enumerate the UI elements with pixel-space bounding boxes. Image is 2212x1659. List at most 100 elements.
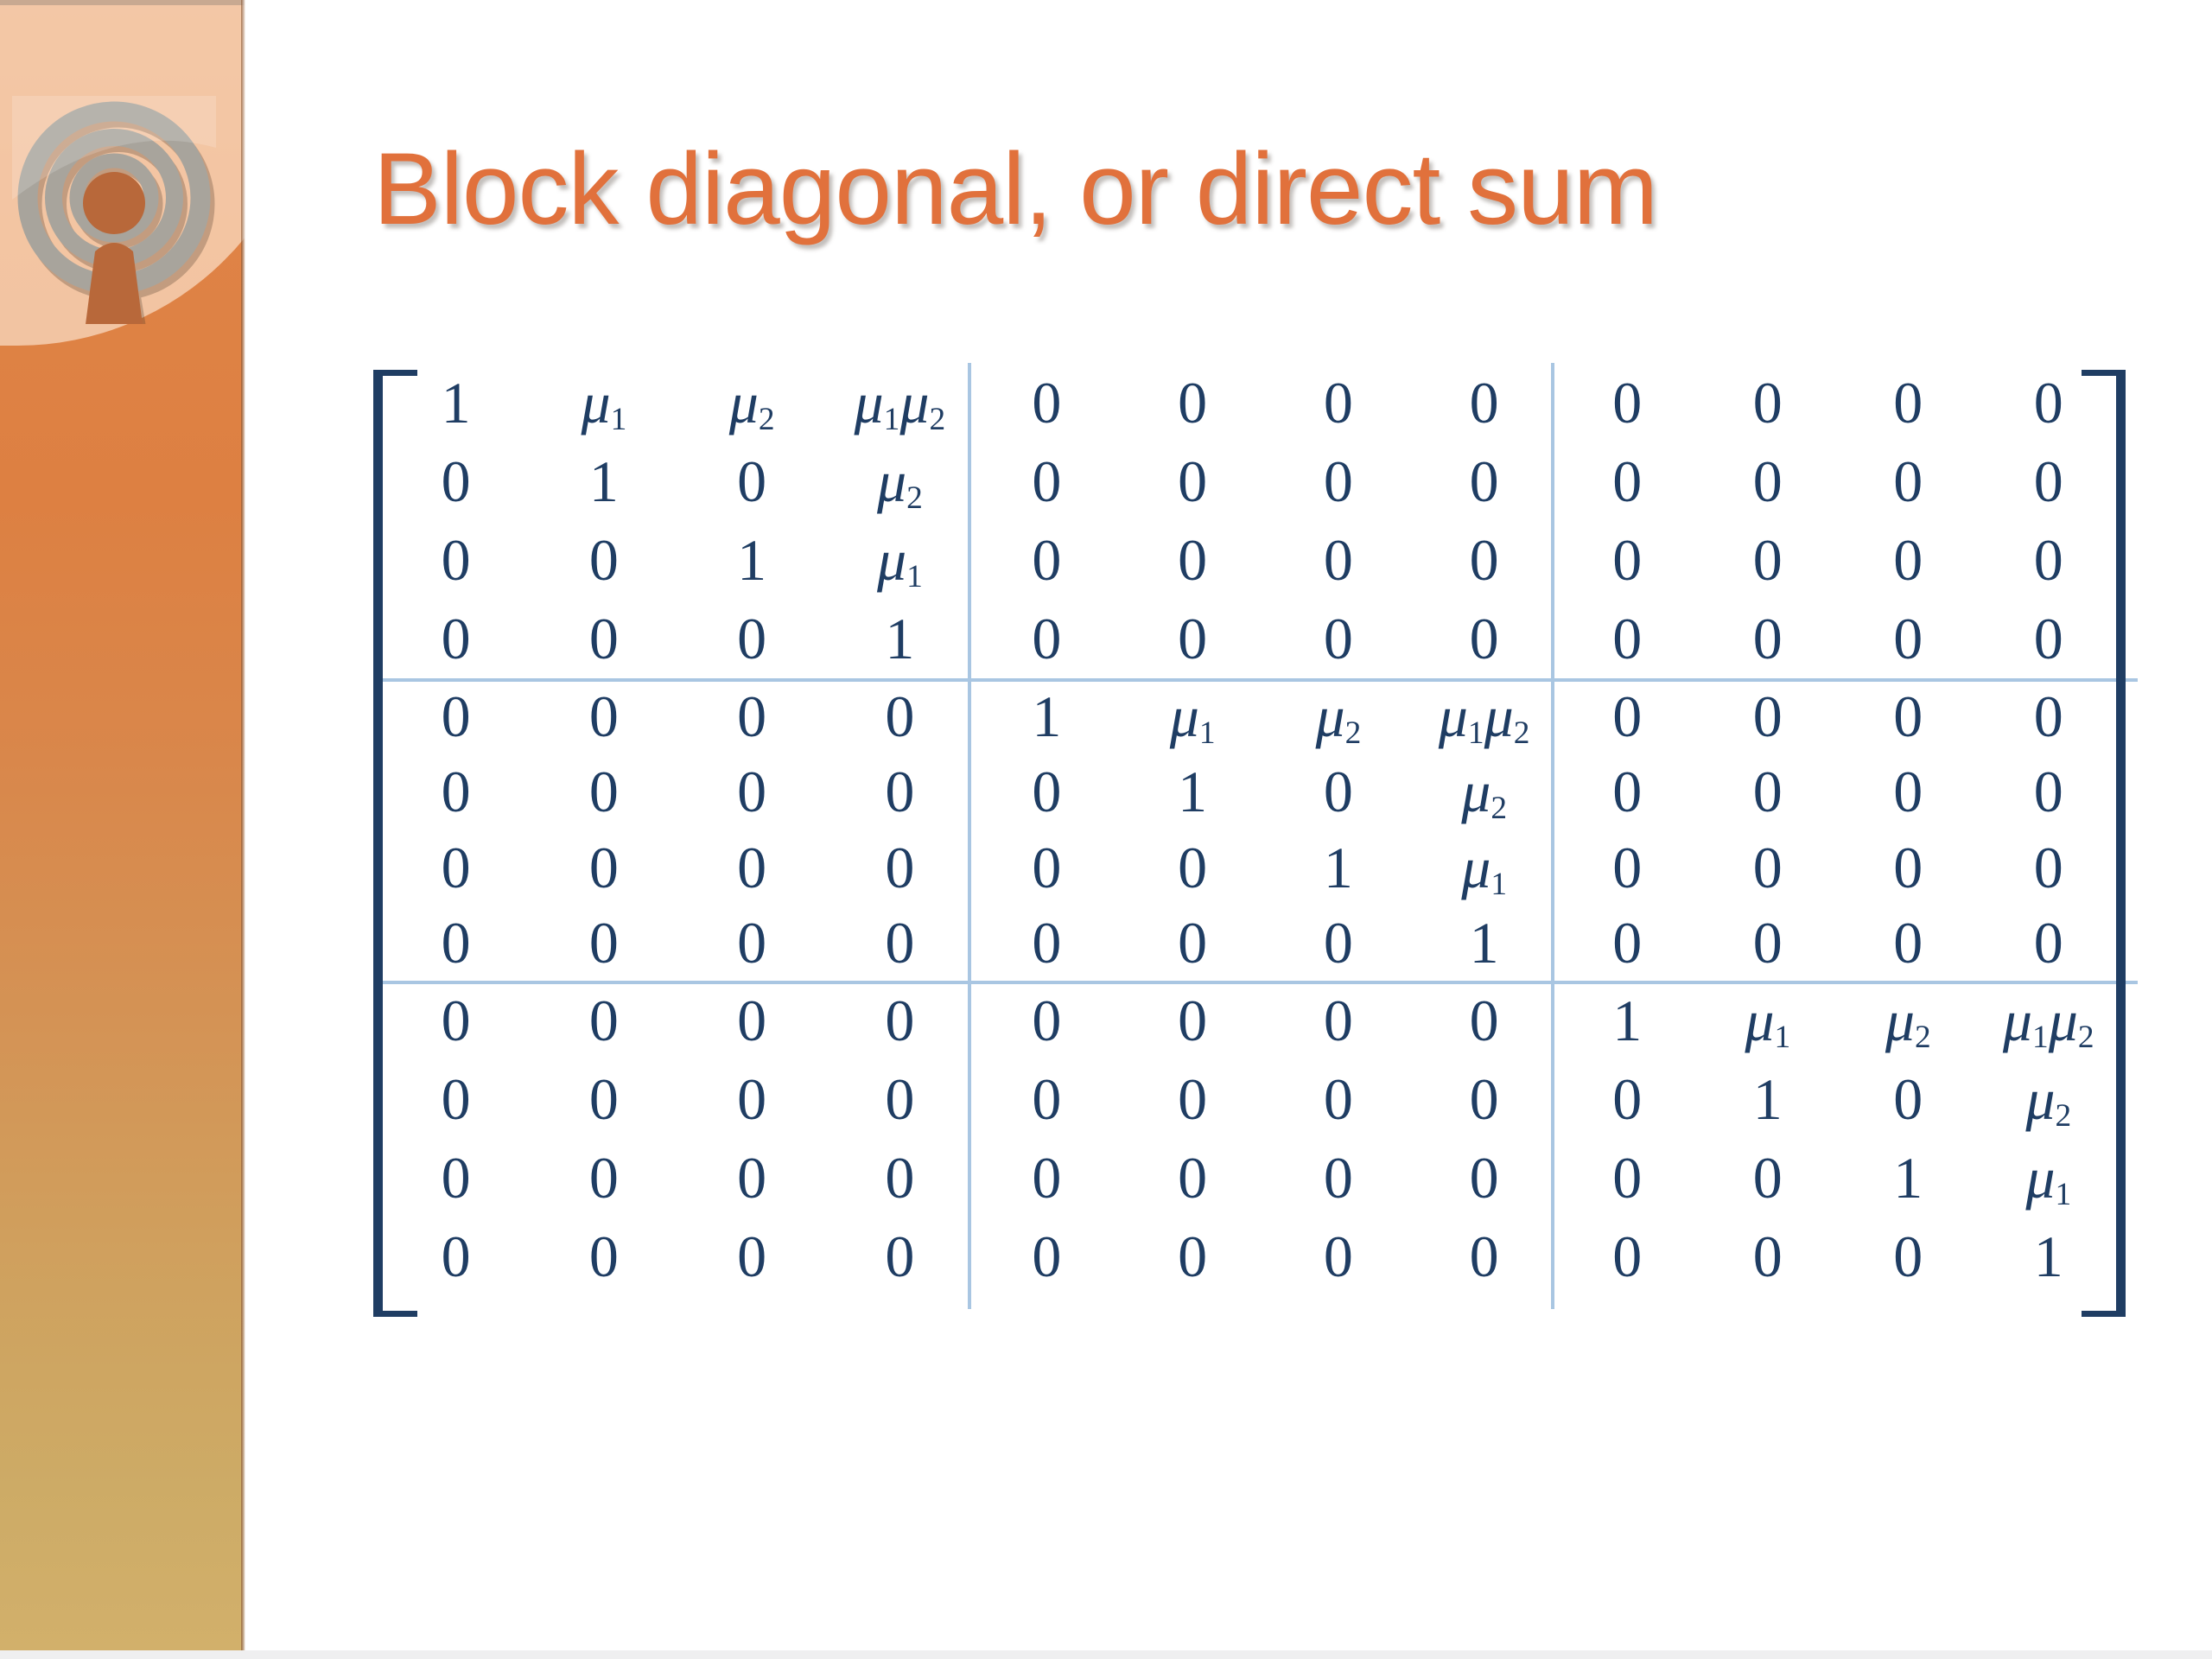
- matrix-cell: 0: [1032, 527, 1062, 594]
- matrix-cell: 0: [1178, 1145, 1208, 1211]
- matrix-cell: 0: [588, 910, 619, 976]
- matrix-cell: 0: [885, 987, 915, 1053]
- matrix-cell: 0: [588, 759, 619, 825]
- matrix-cell: 1: [1178, 759, 1208, 825]
- block-separator-horizontal-2: [373, 981, 2138, 984]
- matrix-cell: 0: [1178, 910, 1208, 976]
- matrix-cell: 1: [2033, 1224, 2063, 1290]
- matrix-cell: 1: [737, 527, 767, 594]
- matrix-cell: 0: [737, 987, 767, 1053]
- matrix-cell: 0: [1612, 369, 1643, 435]
- matrix-cell: 0: [441, 834, 471, 900]
- matrix-cell: 0: [1032, 606, 1062, 672]
- matrix-cell: 0: [737, 834, 767, 900]
- matrix-cell: 0: [1323, 987, 1353, 1053]
- matrix-cell: 0: [1893, 1065, 1923, 1132]
- block-separator-vertical-1: [968, 363, 971, 1309]
- matrix-cell: 0: [885, 834, 915, 900]
- matrix-cell: 0: [1178, 834, 1208, 900]
- matrix-cell: 0: [1752, 834, 1783, 900]
- matrix-cell: 0: [737, 448, 767, 514]
- matrix-cell: 0: [737, 1145, 767, 1211]
- matrix-cell: 0: [1752, 1224, 1783, 1290]
- matrix-cell: 0: [588, 1145, 619, 1211]
- matrix-cell: 0: [1323, 448, 1353, 514]
- matrix-cell: 0: [885, 683, 915, 749]
- matrix-cell: μ2: [728, 369, 775, 437]
- matrix-cell: μ2: [1315, 683, 1362, 751]
- matrix-cell: μ1: [1169, 683, 1216, 751]
- matrix-cell: 1: [1752, 1065, 1783, 1132]
- matrix-cell: 0: [2033, 369, 2063, 435]
- matrix-cell: 0: [588, 1224, 619, 1290]
- matrix-cell: 0: [1752, 683, 1783, 749]
- matrix-cell: 0: [441, 683, 471, 749]
- matrix-cell: 0: [885, 1224, 915, 1290]
- matrix-cell: 0: [441, 606, 471, 672]
- matrix-cell: 0: [885, 1145, 915, 1211]
- matrix-cell: 0: [2033, 448, 2063, 514]
- matrix-cell: μ1: [1745, 987, 1791, 1055]
- matrix-cell: 0: [1612, 683, 1643, 749]
- matrix-cell: 0: [2033, 527, 2063, 594]
- matrix-cell: 0: [1752, 527, 1783, 594]
- matrix-cell: 1: [1323, 834, 1353, 900]
- matrix-cell: 0: [1612, 910, 1643, 976]
- matrix-cell: 0: [1893, 606, 1923, 672]
- matrix-cell: 0: [1612, 1145, 1643, 1211]
- matrix-cell: 0: [1178, 606, 1208, 672]
- matrix-cell: μ1μ2: [1438, 683, 1530, 751]
- matrix-cell: 0: [1893, 369, 1923, 435]
- matrix-cell: 0: [1752, 606, 1783, 672]
- matrix-cell: 0: [1178, 448, 1208, 514]
- matrix-cell: 0: [1323, 527, 1353, 594]
- matrix-cell: 0: [1032, 1065, 1062, 1132]
- block-separator-horizontal-1: [373, 678, 2138, 682]
- matrix-cell: 0: [441, 759, 471, 825]
- matrix-cell: 0: [1032, 448, 1062, 514]
- matrix-cell: 0: [1032, 1224, 1062, 1290]
- matrix-cell: 0: [1469, 527, 1499, 594]
- matrix-cell: 0: [1323, 369, 1353, 435]
- matrix-cell: 0: [737, 683, 767, 749]
- matrix-cell: 0: [441, 448, 471, 514]
- matrix-cell: 0: [1893, 683, 1923, 749]
- matrix-cell: 0: [1893, 448, 1923, 514]
- matrix-cell: 0: [1323, 910, 1353, 976]
- matrix-cell: 1: [588, 448, 619, 514]
- matrix-cell: 0: [2033, 683, 2063, 749]
- matrix-cell: 0: [1612, 1224, 1643, 1290]
- matrix-cell: 0: [1893, 759, 1923, 825]
- matrix-cell: 1: [885, 606, 915, 672]
- matrix-cell: 0: [1323, 1145, 1353, 1211]
- matrix-cell: 0: [1469, 448, 1499, 514]
- matrix-cell: 0: [441, 1065, 471, 1132]
- bottom-strip: [0, 1650, 2212, 1659]
- matrix-cell: μ1: [1461, 834, 1508, 902]
- matrix-cell: 0: [1178, 987, 1208, 1053]
- matrix-cell: 0: [1178, 369, 1208, 435]
- matrix-cell: 0: [1469, 1224, 1499, 1290]
- broadcast-rings-logo: [7, 91, 232, 324]
- matrix-cell: 0: [441, 987, 471, 1053]
- matrix-cell: 0: [441, 910, 471, 976]
- block-separator-vertical-2: [1551, 363, 1554, 1309]
- matrix-cell: 0: [1323, 759, 1353, 825]
- matrix-cell: 0: [1178, 1224, 1208, 1290]
- matrix-bracket-right: [2082, 370, 2126, 1317]
- matrix-cell: 0: [588, 527, 619, 594]
- matrix-cell: μ2: [1885, 987, 1931, 1055]
- matrix-cell: μ1: [876, 527, 923, 595]
- broadcast-rings-icon: [12, 96, 216, 324]
- matrix-cell: 0: [1178, 527, 1208, 594]
- sidebar-right-edge: [241, 0, 245, 1652]
- matrix-cell: μ1: [581, 369, 627, 437]
- matrix-cell: μ2: [2025, 1065, 2072, 1135]
- matrix-cell: 0: [1469, 1145, 1499, 1211]
